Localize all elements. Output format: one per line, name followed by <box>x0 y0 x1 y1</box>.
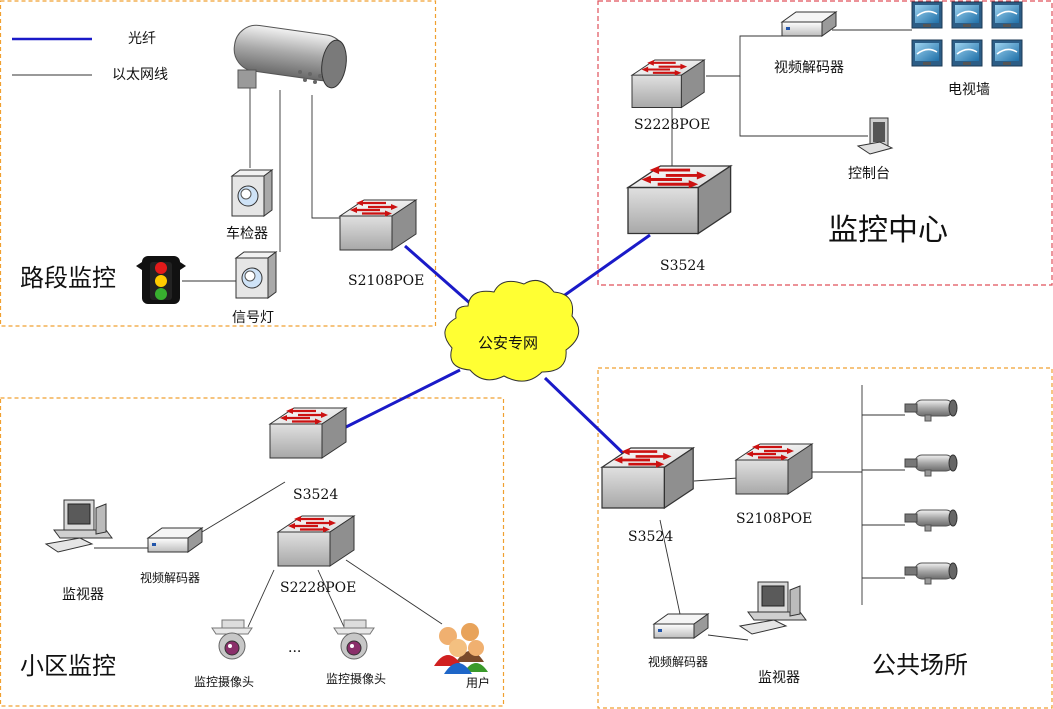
public-camera-4-icon <box>904 562 958 585</box>
public-camera-2-icon <box>904 454 958 477</box>
community-user-label: 用户 <box>466 676 491 690</box>
user-group-icon <box>434 623 488 674</box>
community-monitor-icon <box>45 499 113 553</box>
vehicle-detector-icon <box>231 169 273 217</box>
public-monitor-label: 监视器 <box>758 670 800 686</box>
center-switch-main-icon <box>626 164 733 235</box>
region-road-border <box>0 0 437 327</box>
region-center-title: 监控中心 <box>828 213 948 248</box>
cloud-label: 公安专网 <box>478 334 539 352</box>
public-switch-poe-label: S2108POE <box>736 511 813 527</box>
community-ellipsis: ... <box>288 640 302 656</box>
center-decoder-icon <box>781 11 837 37</box>
public-camera-3-icon <box>904 509 958 532</box>
console-label: 控制台 <box>848 166 890 182</box>
center-switch-small-icon <box>630 58 706 109</box>
center-decoder-label: 视频解码器 <box>774 60 844 76</box>
public-switch-poe-icon <box>734 442 814 496</box>
public-decoder-icon <box>653 613 709 639</box>
road-bullet-camera <box>233 24 347 89</box>
traffic-light-icon <box>136 256 186 304</box>
community-dome-camera-2-icon <box>333 619 375 660</box>
region-center-border <box>597 0 1053 286</box>
tv-wall-label: 电视墙 <box>948 82 990 98</box>
fiber-links <box>339 233 651 457</box>
region-public-border <box>597 367 1053 709</box>
community-switch-poe-label: S2228POE <box>280 580 357 596</box>
center-switch-small-label: S2228POE <box>634 117 711 133</box>
public-decoder-label: 视频解码器 <box>648 655 709 669</box>
public-camera-1-icon <box>904 399 958 422</box>
public-monitor-icon <box>739 581 807 635</box>
region-community-title: 小区监控 <box>20 652 116 680</box>
center-switch-main-label: S3524 <box>660 258 706 274</box>
console-icon <box>856 117 894 155</box>
community-monitor-label: 监视器 <box>62 587 104 603</box>
tv-wall-icon <box>911 1 1023 67</box>
signal-light-label: 信号灯 <box>232 310 274 326</box>
police-network-cloud <box>444 279 580 382</box>
community-decoder-icon <box>147 527 203 553</box>
region-road-title: 路段监控 <box>20 264 116 292</box>
ethernet-links <box>94 29 912 641</box>
community-camera-2-label: 监控摄像头 <box>326 672 387 686</box>
community-dome-camera-1-icon <box>211 619 253 660</box>
community-switch-main-icon <box>268 406 348 460</box>
community-camera-1-label: 监控摄像头 <box>194 675 255 689</box>
road-switch-icon <box>338 198 418 252</box>
road-switch-label: S2108POE <box>348 273 425 289</box>
vehicle-detector-label: 车检器 <box>226 226 268 242</box>
community-switch-poe-icon <box>276 514 356 568</box>
community-switch-main-label: S3524 <box>293 487 339 503</box>
region-public-title: 公共场所 <box>872 651 968 679</box>
public-switch-main-label: S3524 <box>628 529 674 545</box>
legend-fiber-label: 光纤 <box>128 31 156 47</box>
community-decoder-label: 视频解码器 <box>140 571 201 585</box>
signal-detector-icon <box>235 251 277 299</box>
legend-ethernet-label: 以太网线 <box>112 67 168 83</box>
public-switch-main-icon <box>600 446 695 510</box>
